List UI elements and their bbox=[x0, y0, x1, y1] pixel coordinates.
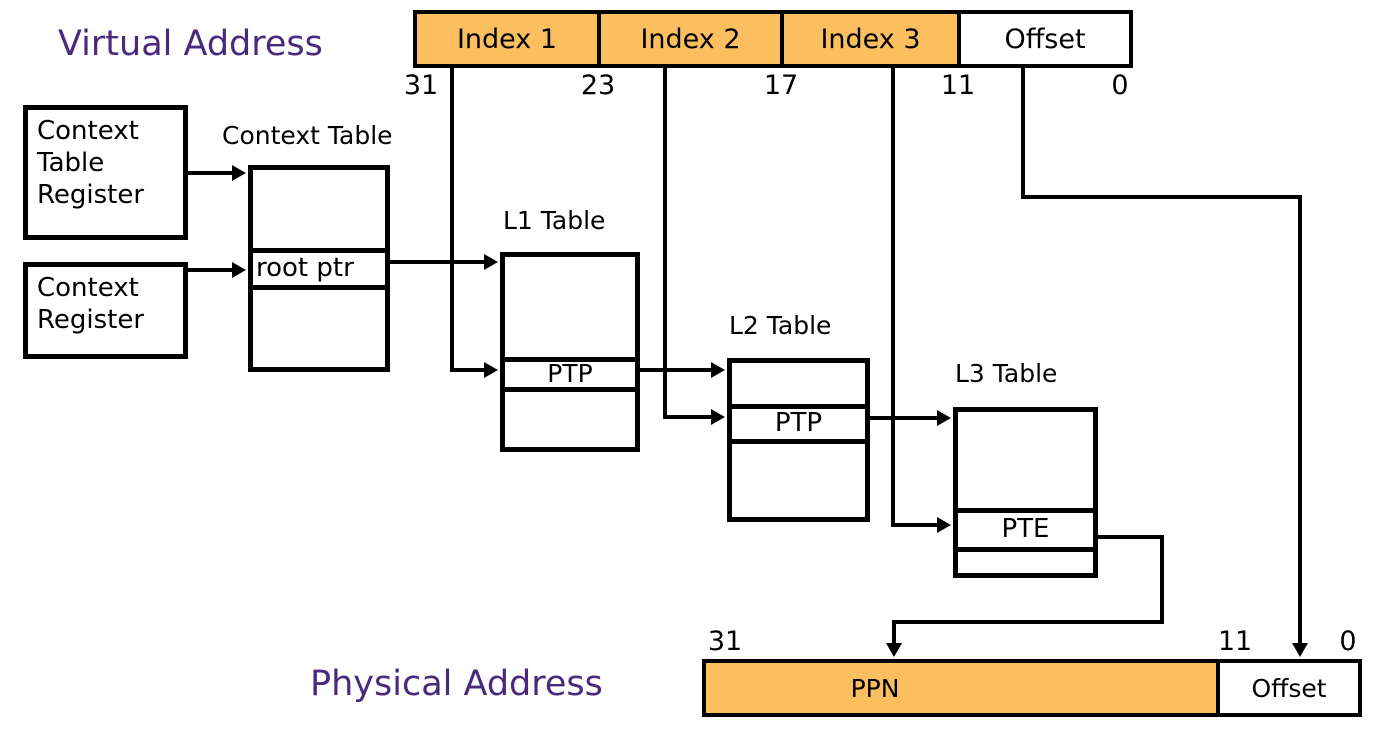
l2-table-box: PTP bbox=[727, 358, 870, 522]
va-bit-11: 11 bbox=[940, 70, 976, 101]
l3-table-box: PTE bbox=[953, 407, 1098, 578]
context-table-label: Context Table bbox=[222, 121, 393, 150]
l2-ptp-entry: PTP bbox=[732, 404, 865, 444]
va-bit-31: 31 bbox=[403, 70, 439, 101]
va-bit-23: 23 bbox=[580, 70, 616, 101]
pa-bit-31: 31 bbox=[707, 626, 743, 657]
physical-address-title: Physical Address bbox=[310, 664, 603, 704]
index2-to-l2-ptp-arrow bbox=[663, 64, 725, 425]
pa-segment-offset: Offset bbox=[1216, 663, 1358, 713]
va-bit-0: 0 bbox=[1111, 70, 1129, 101]
va-bit-17: 17 bbox=[763, 70, 799, 101]
pa-bit-0: 0 bbox=[1339, 626, 1357, 657]
l1-table-label: L1 Table bbox=[503, 206, 606, 235]
va-segment-index1: Index 1 bbox=[417, 14, 597, 64]
l1-table-box: PTP bbox=[500, 252, 640, 452]
l1-ptp-entry: PTP bbox=[505, 357, 635, 392]
va-segment-index3: Index 3 bbox=[780, 14, 957, 64]
pa-bit-11: 11 bbox=[1217, 626, 1253, 657]
va-segment-offset: Offset bbox=[957, 14, 1129, 64]
index1-to-l1-ptp-arrow bbox=[450, 64, 498, 378]
context-register-box: Context Register bbox=[23, 262, 188, 359]
virtual-address-title: Virtual Address bbox=[58, 24, 323, 64]
context-table-box: root ptr bbox=[248, 165, 390, 372]
virtual-address-bar: Index 1 Index 2 Index 3 Offset bbox=[413, 10, 1133, 68]
va-segment-index2: Index 2 bbox=[597, 14, 780, 64]
l2-table-label: L2 Table bbox=[729, 311, 832, 340]
root-ptr-entry: root ptr bbox=[253, 248, 385, 290]
l3-table-label: L3 Table bbox=[955, 359, 1058, 388]
context-table-register-box: Context Table Register bbox=[23, 105, 188, 240]
physical-address-bar: PPN Offset bbox=[702, 659, 1362, 717]
index3-to-l3-pte-arrow bbox=[891, 64, 951, 533]
pa-segment-ppn: PPN bbox=[706, 663, 1216, 713]
l3-pte-entry: PTE bbox=[958, 508, 1093, 552]
